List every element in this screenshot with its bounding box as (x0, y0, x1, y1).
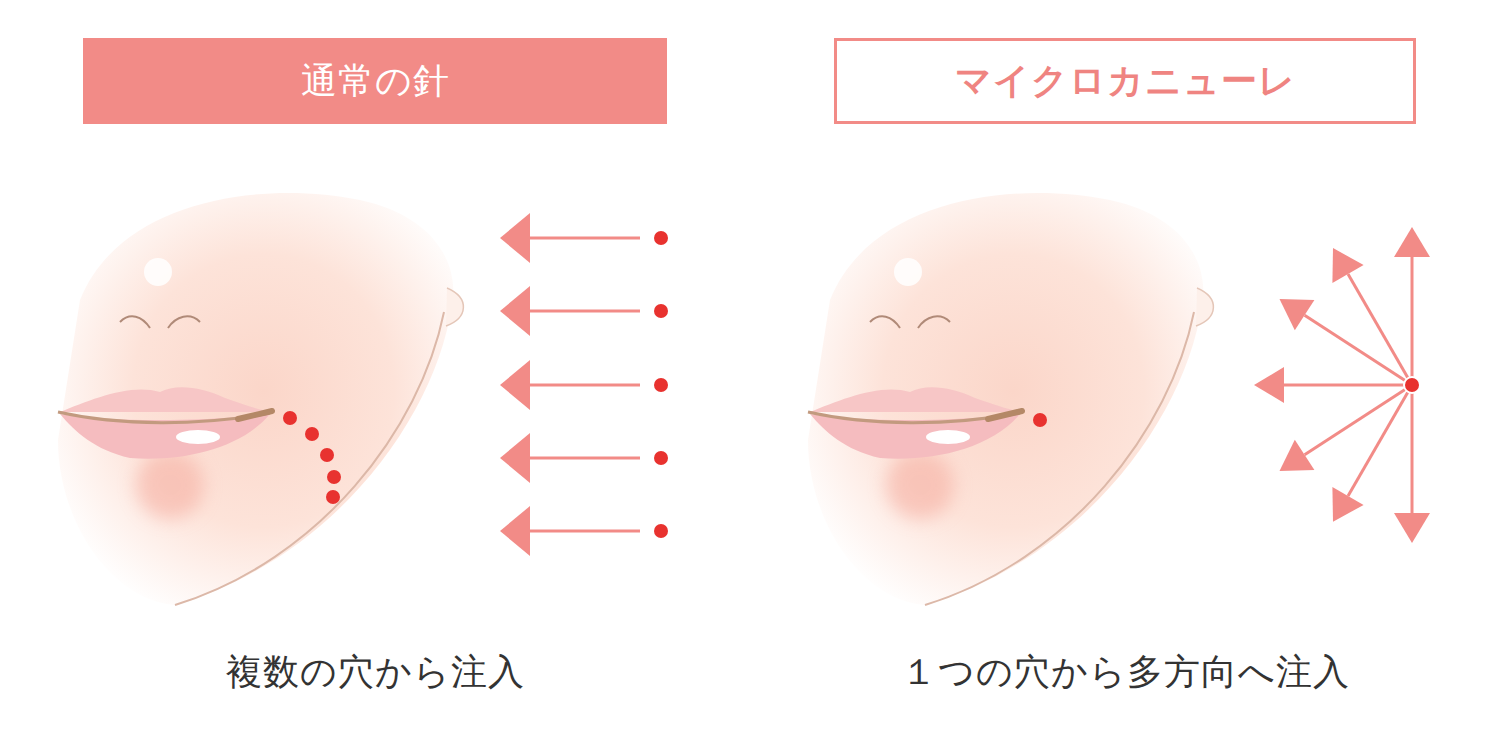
header-filled-box: 通常の針 (83, 38, 667, 124)
header-outlined-box: マイクロカニューレ (834, 38, 1416, 124)
caption-text: １つの穴から多方向へ注入 (901, 648, 1350, 697)
header-text: 通常の針 (301, 57, 450, 106)
caption-text: 複数の穴から注入 (226, 648, 525, 697)
header-text: マイクロカニューレ (955, 57, 1296, 106)
